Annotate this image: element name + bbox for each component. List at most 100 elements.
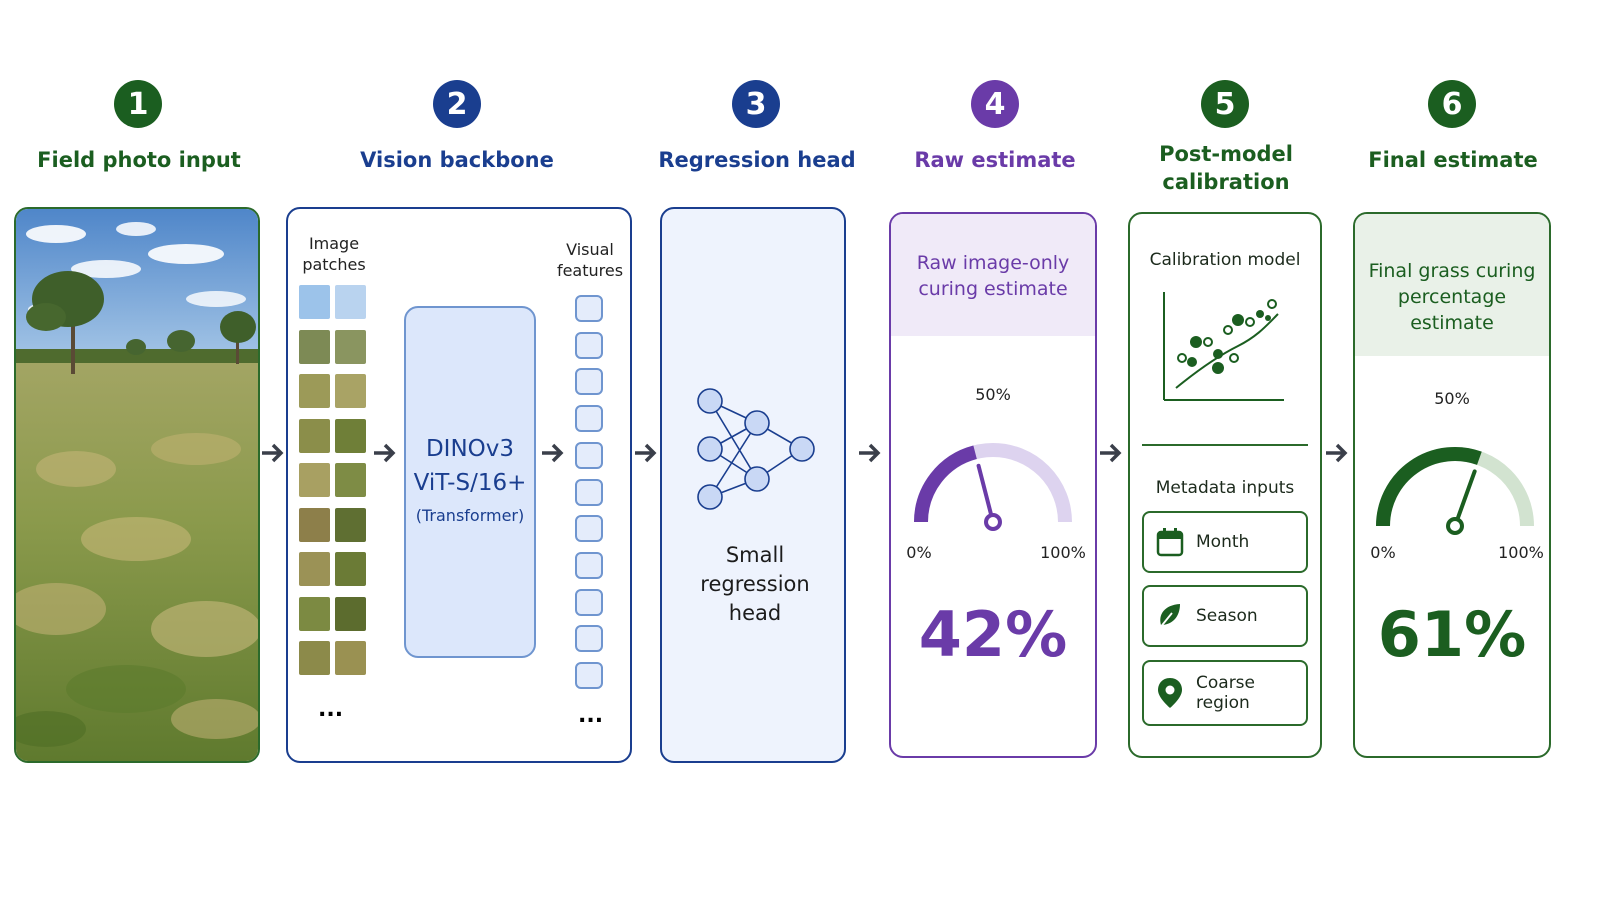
feature-token [575,588,603,616]
raw-gauge-track [914,443,1072,523]
arrow-right-icon [374,443,396,463]
image-patch [299,418,330,453]
image-patch [299,507,330,542]
model-variant: ViT-S/16+ [413,470,527,496]
step-title-2: Vision backbone [360,148,554,172]
image-patch [299,552,330,586]
arrow-right-icon [635,443,657,463]
image-patch [299,329,330,364]
final-gauge [1376,447,1534,535]
metadata-season-label: Season [1196,606,1258,626]
grassland-image [16,209,258,761]
image-patch [335,418,366,453]
calendar-icon [1156,528,1184,557]
visual-features-label: Visual features [556,240,624,280]
image-patch [335,374,366,408]
calibration-divider [1142,444,1308,446]
arrow-right-icon [262,443,284,463]
feature-token [575,405,603,433]
step-number-2: 2 [433,80,481,128]
metadata-inputs-label: Metadata inputs [1155,478,1295,498]
final-gauge-max-label: 100% [1498,543,1544,562]
feature-token [575,441,603,469]
metadata-season: Season [1142,585,1308,647]
image-patch [299,463,330,497]
step-title-5: Post-model calibration [1159,142,1293,194]
metadata-month-label: Month [1196,532,1250,552]
image-patches-label: Image patches [302,234,366,274]
field-photo [14,207,260,763]
feature-token [575,551,603,579]
step-title-6: Final estimate [1368,148,1538,172]
arrow-right-icon [1326,443,1348,463]
raw-gauge-mid-label: 50% [975,385,1011,404]
final-estimate-card: Final grass curing percentage estimate 5… [1353,212,1551,758]
model-type: (Transformer) [415,506,525,525]
image-patch [335,596,366,631]
image-patch [335,552,366,586]
arrow-right-icon [542,443,564,463]
model-name: DINOv3 [425,436,515,462]
image-patch [335,329,366,364]
final-gauge-needle [1453,469,1477,528]
scatter-plot-icon [1163,292,1284,401]
transformer-block: DINOv3 ViT-S/16+ (Transformer) [404,306,536,658]
raw-gauge-needle [976,463,995,524]
raw-estimate-header: Raw image-only curing estimate [916,252,1070,300]
map-pin-icon [1158,678,1182,708]
raw-gauge-min-label: 0% [906,543,932,562]
final-gauge-min-label: 0% [1370,543,1396,562]
final-gauge-hub [1446,517,1464,535]
feature-token [575,625,603,653]
image-patch [299,374,330,408]
final-estimate-value: 61% [1377,598,1527,671]
step-title-4: Raw estimate [914,148,1076,172]
final-gauge-mid-label: 50% [1434,389,1470,408]
image-patch [335,507,366,542]
features-ellipsis: ... [578,703,604,728]
feature-token [575,368,603,396]
neural-network-icon [697,388,815,510]
regression-head-card: Small regression head [660,207,846,763]
step-number-3: 3 [732,80,780,128]
calibration-model-label: Calibration model [1149,250,1301,270]
final-estimate-header: Final grass curing percentage estimate [1368,260,1536,334]
metadata-month: Month [1142,511,1308,573]
image-patch [299,285,330,319]
vision-backbone-card: Image patches ... DINOv3 ViT-S/16+ (Tran… [286,207,632,763]
regression-head-label: Small regression head [700,543,810,625]
step-number-4: 4 [971,80,1019,128]
leaf-icon [1158,604,1180,630]
raw-estimate-header-bg [891,214,1095,336]
final-gauge-track [1376,447,1534,527]
arrow-right-icon [859,443,881,463]
calibration-card: Calibration model Metadata inputs Month [1128,212,1322,758]
feature-token [575,515,603,543]
image-patch [335,641,366,675]
raw-estimate-value: 42% [918,598,1068,671]
feature-token [575,331,603,359]
metadata-region-label: Coarse region [1196,673,1255,713]
step-number-5: 5 [1201,80,1249,128]
feature-token [575,662,603,689]
raw-gauge [914,443,1072,531]
image-patch [335,285,366,319]
step-number-1: 1 [114,80,162,128]
patches-ellipsis: ... [318,697,344,722]
image-patch [299,596,330,631]
image-patch [335,463,366,497]
raw-estimate-card: Raw image-only curing estimate 50% 0% 10… [889,212,1097,758]
image-patch [299,641,330,675]
final-estimate-header-bg [1355,214,1549,356]
raw-gauge-fill [914,445,978,523]
step-title-3: Regression head [658,148,856,172]
raw-gauge-hub [984,513,1002,531]
feature-token [575,295,603,322]
step-title-1: Field photo input [37,148,241,172]
step-number-6: 6 [1428,80,1476,128]
arrow-right-icon [1100,443,1122,463]
final-gauge-fill [1376,447,1482,527]
metadata-region: Coarse region [1142,660,1308,726]
raw-gauge-max-label: 100% [1040,543,1086,562]
feature-token [575,478,603,506]
